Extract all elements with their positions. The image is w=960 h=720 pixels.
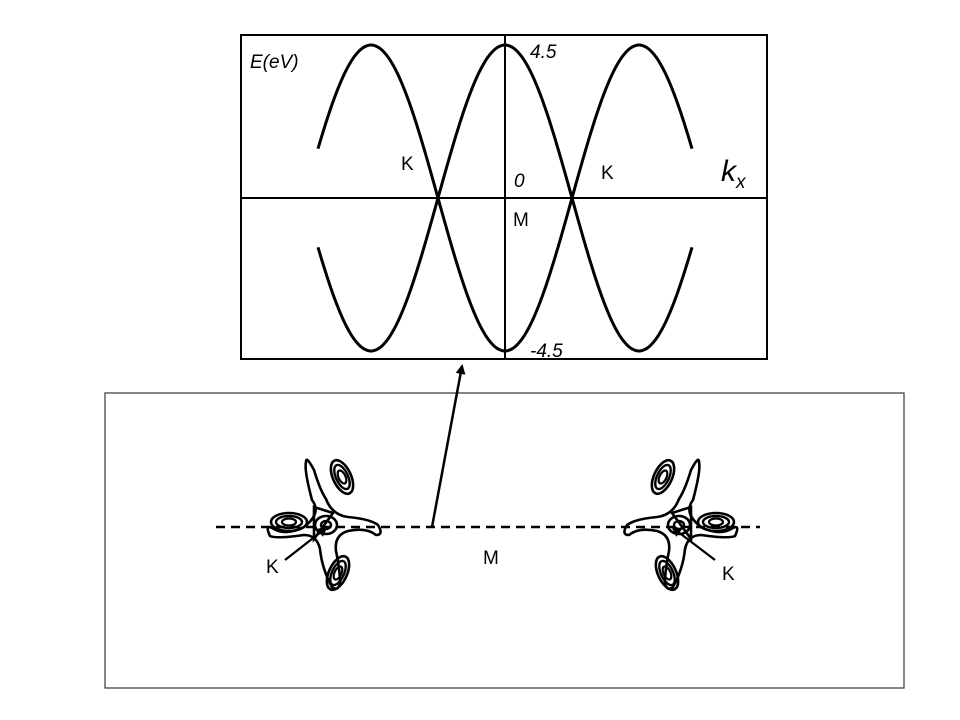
m-point-label-plot: M xyxy=(513,210,529,231)
k-point-label-plot-left: K xyxy=(401,154,414,175)
left-k-pointer-arrow xyxy=(284,526,328,561)
energy-axis-label: E(eV) xyxy=(250,52,299,73)
contour-panel-frame xyxy=(104,392,905,689)
k-point-label-zone-right: K xyxy=(722,564,735,585)
brillouin-zone-panel: K M K xyxy=(104,392,905,689)
m-to-band-arrow xyxy=(430,364,466,528)
band-structure-panel: E(eV) 4.5 0 -4.5 M K K kx xyxy=(240,34,768,362)
tick-label-zero: 0 xyxy=(514,171,525,192)
conduction-band-curve xyxy=(316,43,694,353)
tick-label-bottom: -4.5 xyxy=(530,341,563,362)
m-point-label-zone: M xyxy=(483,548,499,569)
k-point-label-plot-right: K xyxy=(601,163,614,184)
tick-label-top: 4.5 xyxy=(530,42,557,63)
kx-axis-label: kx xyxy=(721,155,747,193)
valence-band-curve xyxy=(316,43,694,353)
right-k-pointer-arrow xyxy=(671,526,716,561)
k-point-label-zone-left: K xyxy=(266,557,279,578)
